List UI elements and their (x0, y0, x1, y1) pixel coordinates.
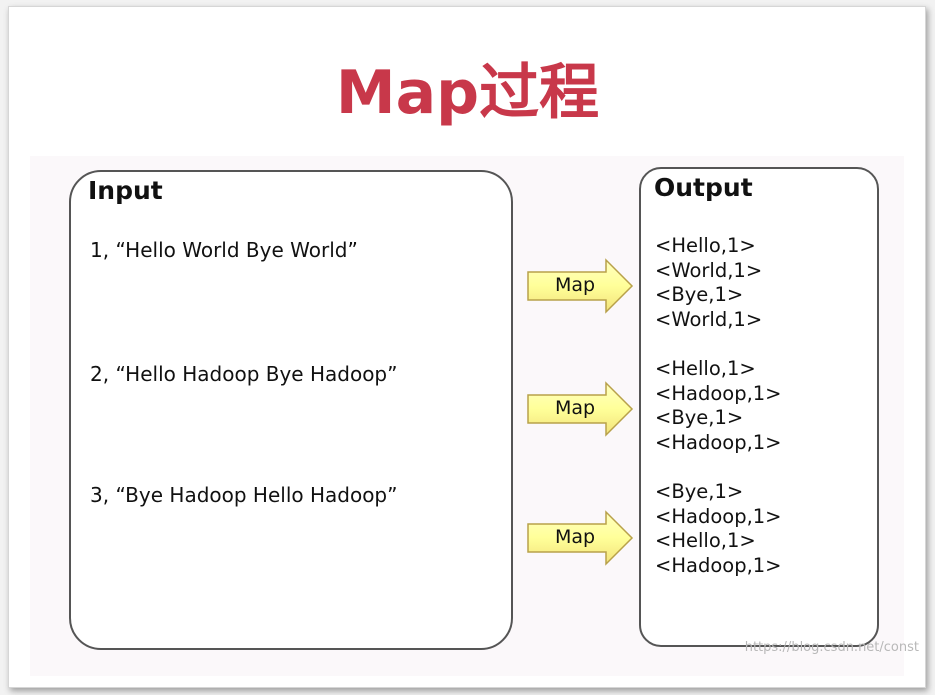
slide-title: Map过程 (335, 58, 600, 128)
map-arrow-1-label: Map (554, 274, 596, 296)
output-pair: <Hello,1> (655, 357, 756, 380)
map-arrow-3-label: Map (554, 526, 596, 548)
output-pair: <Hadoop,1> (655, 504, 782, 528)
output-pair: <Hadoop,1> (655, 553, 782, 577)
output-box (639, 167, 879, 647)
map-arrow-1 (527, 258, 634, 314)
input-line-2: 2, “Hello Hadoop Bye Hadoop” (90, 362, 398, 386)
output-pair: <Hello,1> (655, 234, 756, 257)
output-group-2: <Hello,1> <Hadoop,1> <Bye,1> <Hadoop,1> (655, 357, 782, 455)
watermark: https://blog.csdn.net/const (744, 640, 919, 655)
map-arrow-3 (527, 510, 634, 566)
output-pair: <Hadoop,1> (655, 381, 782, 405)
input-box (69, 170, 513, 650)
map-arrow-2 (527, 381, 634, 437)
output-group-1: <Hello,1> <World,1> <Bye,1> <World,1> (655, 234, 762, 332)
output-pair: <Bye,1> (655, 283, 744, 306)
output-group-3: <Bye,1> <Hadoop,1> <Hello,1> <Hadoop,1> (655, 480, 782, 578)
input-heading: Input (88, 176, 163, 205)
output-pair: <World,1> (655, 307, 763, 331)
input-line-3: 3, “Bye Hadoop Hello Hadoop” (90, 483, 398, 507)
input-line-1: 1, “Hello World Bye World” (90, 238, 358, 262)
output-pair: <Hadoop,1> (655, 430, 782, 454)
output-heading: Output (654, 173, 753, 202)
output-pair: <World,1> (655, 258, 763, 282)
output-pair: <Bye,1> (655, 406, 744, 429)
output-pair: <Bye,1> (655, 480, 744, 503)
map-arrow-2-label: Map (554, 397, 596, 419)
output-pair: <Hello,1> (655, 529, 756, 552)
